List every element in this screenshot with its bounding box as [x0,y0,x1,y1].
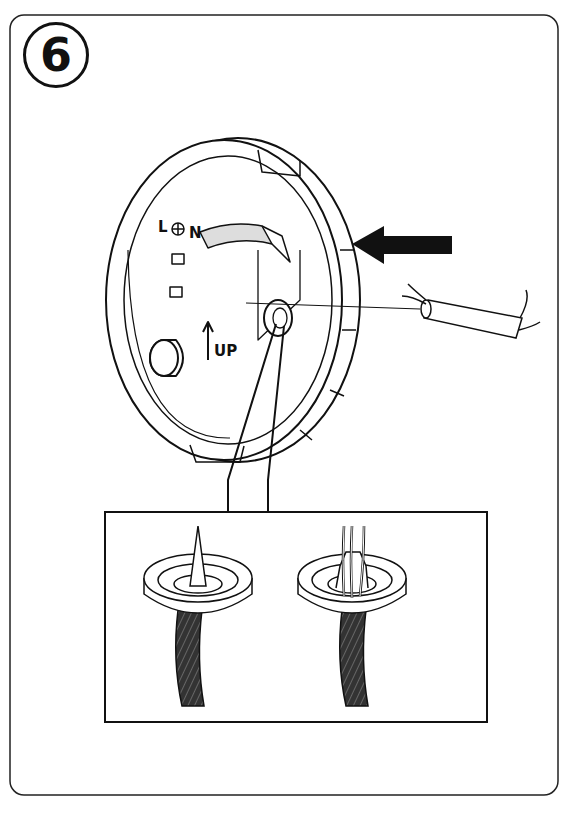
cable [246,284,540,338]
grommet-pierced [298,526,406,706]
terminal-label: L [158,220,168,235]
mounting-plate [106,138,360,462]
step-number-text: 6 [40,32,72,78]
orientation-label: UP [214,344,237,359]
direction-arrow [352,226,452,264]
terminal-label: N [189,226,202,241]
detail-inset [105,512,487,722]
grommet-closed [144,526,252,706]
step-number: 6 [23,22,89,88]
frame [10,15,558,795]
